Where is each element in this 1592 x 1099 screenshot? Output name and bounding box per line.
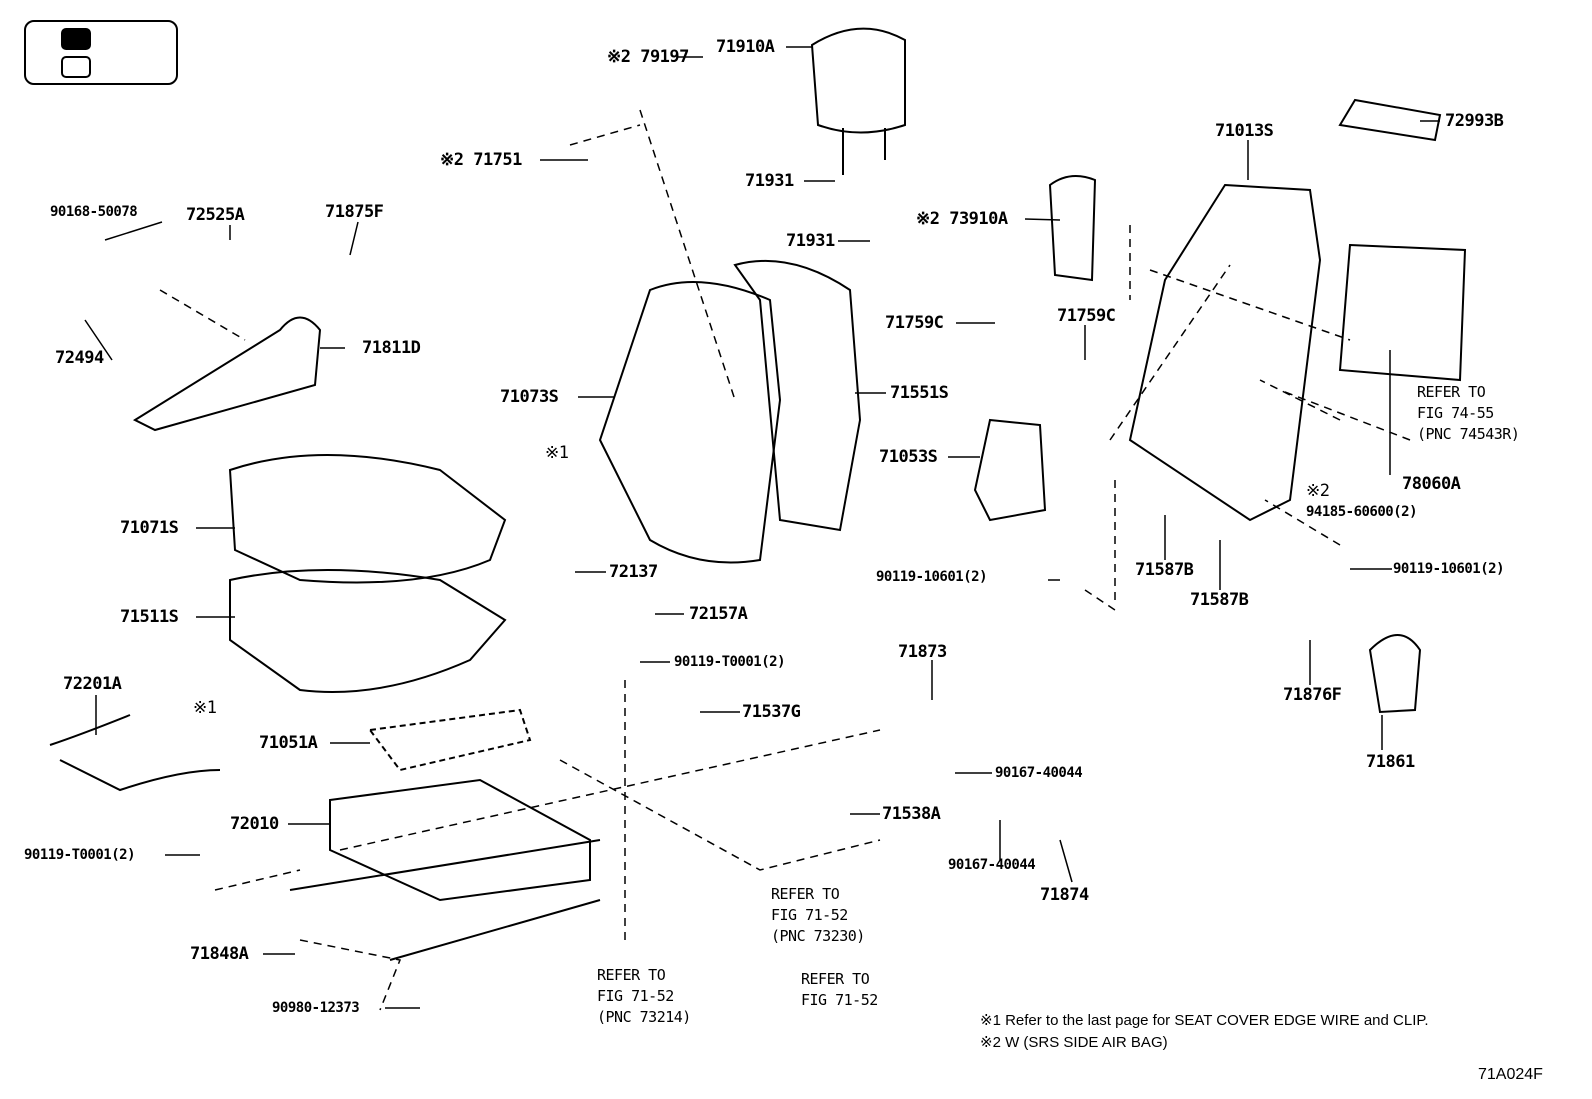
footnote-1: ※1 Refer to the last page for SEAT COVER… [980, 1012, 1429, 1029]
part-label-71910A[interactable]: 71910A [716, 37, 775, 57]
part-label-71053S[interactable]: 71053S [879, 447, 938, 467]
seat-frame-72010 [329, 778, 591, 902]
part-label-72010[interactable]: 72010 [230, 814, 279, 834]
part-label-71551S[interactable]: 71551S [890, 383, 949, 403]
part-label-71511S[interactable]: 71511S [120, 607, 179, 627]
reference-fig-71-52-pnc-73214[interactable]: REFER TO FIG 71-52 (PNC 73214) [597, 965, 691, 1028]
part-label-72157A[interactable]: 72157A [689, 604, 748, 624]
part-label-71931[interactable]: 71931 [786, 231, 835, 251]
figure-code: 71A024F [1478, 1066, 1543, 1083]
part-label-71874[interactable]: 71874 [1040, 885, 1089, 905]
headrest-71910A [810, 27, 906, 134]
airbag-73910A [1048, 175, 1097, 282]
part-label-72525A[interactable]: 72525A [186, 205, 245, 225]
part-label-90168-50078[interactable]: 90168-50078 [50, 204, 138, 220]
ref-line: REFER TO [801, 970, 870, 988]
part-label-78060A[interactable]: 78060A [1402, 474, 1461, 494]
cushion-cover-71071S [228, 454, 507, 584]
seatback-cover-71073S [598, 281, 782, 564]
part-label-72201A[interactable]: 72201A [63, 674, 122, 694]
back-board-78060A [1338, 243, 1467, 382]
part-label-71759C[interactable]: 71759C [885, 313, 944, 333]
part-label-71051A[interactable]: 71051A [259, 733, 318, 753]
part-label-71875F[interactable]: 71875F [325, 202, 384, 222]
part-label-79197[interactable]: ※2 79197 [607, 47, 689, 67]
part-label-72993B[interactable]: 72993B [1445, 111, 1504, 131]
ref-line: FIG 71-52 [801, 991, 878, 1009]
legend-filled-swatch [61, 28, 91, 50]
part-label-71073S[interactable]: 71073S [500, 387, 559, 407]
part-label-71751[interactable]: ※2 71751 [440, 150, 522, 170]
footnote-mark-1: ※1 [545, 443, 569, 463]
part-label-90119-10601[interactable]: 90119-10601(2) [876, 569, 988, 585]
footnote-mark-1: ※1 [193, 698, 217, 718]
knob-71861 [1368, 634, 1422, 714]
part-label-71537G[interactable]: 71537G [742, 702, 801, 722]
part-label-71873[interactable]: 71873 [898, 642, 947, 662]
spring-71051A [368, 708, 532, 772]
part-label-71876F[interactable]: 71876F [1283, 685, 1342, 705]
lumbar-71053S [973, 418, 1047, 522]
ref-line: REFER TO [771, 885, 840, 903]
part-label-90167-40044[interactable]: 90167-40044 [995, 765, 1083, 781]
part-label-71071S[interactable]: 71071S [120, 518, 179, 538]
part-label-71848A[interactable]: 71848A [190, 944, 249, 964]
footnote-2: ※2 W (SRS SIDE AIR BAG) [980, 1034, 1168, 1051]
part-label-90119-T0001[interactable]: 90119-T0001(2) [674, 654, 786, 670]
part-label-71759C[interactable]: 71759C [1057, 306, 1116, 326]
ref-line: REFER TO [1417, 383, 1486, 401]
ref-line: FIG 74-55 [1417, 404, 1494, 422]
ref-line: (PNC 74543R) [1417, 425, 1520, 443]
reference-fig-71-52-pnc-73230[interactable]: REFER TO FIG 71-52 (PNC 73230) [771, 884, 865, 947]
part-label-71811D[interactable]: 71811D [362, 338, 421, 358]
ref-line: FIG 71-52 [771, 906, 848, 924]
ref-line: (PNC 73214) [597, 1008, 691, 1026]
cushion-pad-71511S [229, 569, 507, 693]
reference-fig-71-52[interactable]: REFER TO FIG 71-52 [801, 969, 878, 1011]
part-label-71013S[interactable]: 71013S [1215, 121, 1274, 141]
legend-box [24, 20, 178, 85]
part-label-90167-40044[interactable]: 90167-40044 [948, 857, 1036, 873]
back-frame-71013S [1128, 183, 1322, 522]
part-label-71587B[interactable]: 71587B [1135, 560, 1194, 580]
part-label-71538A[interactable]: 71538A [882, 804, 941, 824]
seatback-pad-71551S [733, 259, 862, 532]
part-label-71587B[interactable]: 71587B [1190, 590, 1249, 610]
wire-72201A [49, 714, 221, 792]
part-label-72137[interactable]: 72137 [609, 562, 658, 582]
part-label-90980-12373[interactable]: 90980-12373 [272, 1000, 360, 1016]
footnote-mark-2: ※2 [1306, 481, 1330, 501]
part-label-90119-T0001[interactable]: 90119-T0001(2) [24, 847, 136, 863]
ref-line: FIG 71-52 [597, 987, 674, 1005]
ref-line: (PNC 73230) [771, 927, 865, 945]
part-label-94185-60600[interactable]: 94185-60600(2) [1306, 504, 1418, 520]
part-label-73910A[interactable]: ※2 73910A [916, 209, 1008, 229]
reference-fig-74-55[interactable]: REFER TO FIG 74-55 (PNC 74543R) [1417, 382, 1520, 445]
part-label-71861[interactable]: 71861 [1366, 752, 1415, 772]
side-cover-72993B [1338, 98, 1442, 142]
part-label-72494[interactable]: 72494 [55, 348, 104, 368]
ref-line: REFER TO [597, 966, 666, 984]
legend-outline-swatch [61, 56, 91, 78]
part-label-71931[interactable]: 71931 [745, 171, 794, 191]
part-label-90119-10601[interactable]: 90119-10601(2) [1393, 561, 1505, 577]
shield-71811D [132, 316, 322, 432]
